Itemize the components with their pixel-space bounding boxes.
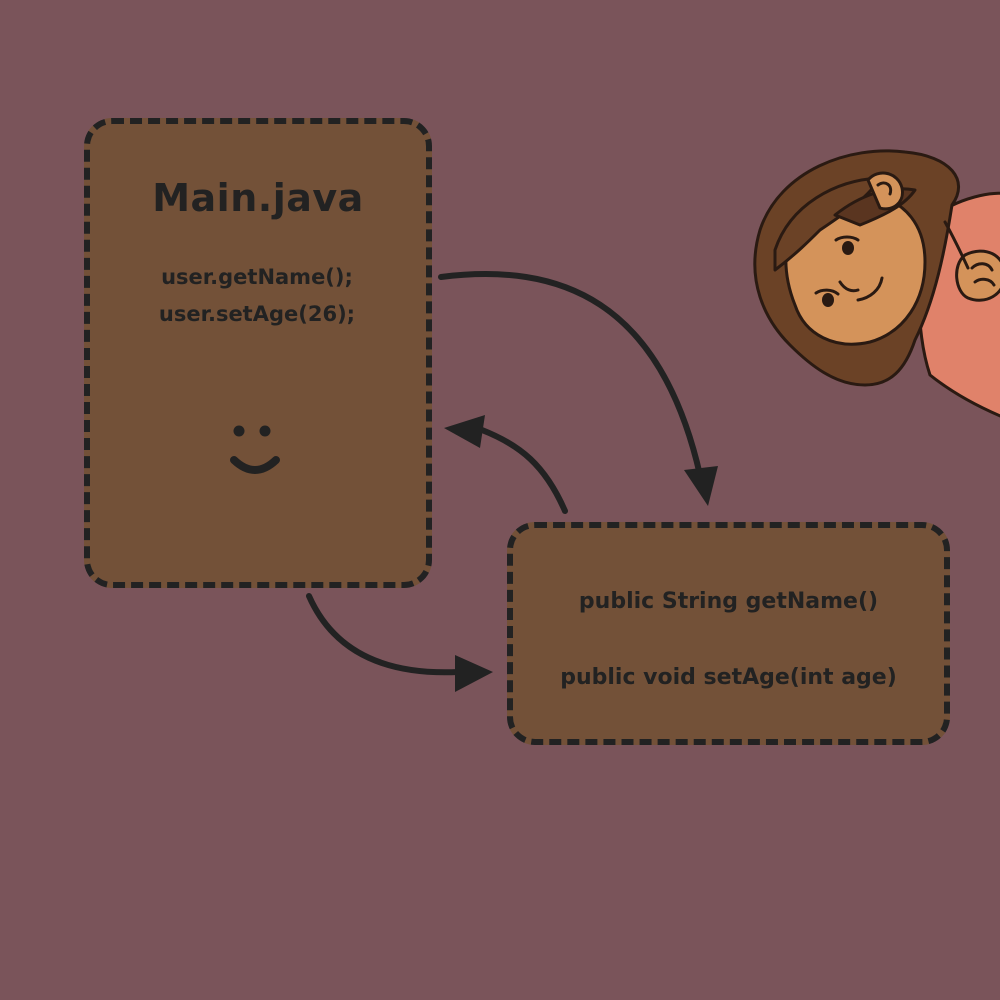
call-arrow-to-set-age bbox=[306, 593, 493, 692]
method-signature-set-age: public void setAge(int age) bbox=[560, 665, 897, 690]
method-signature-get-name: public String getName() bbox=[578, 589, 879, 614]
main-java-card: Main.java user.getName(); user.setAge(26… bbox=[84, 118, 432, 588]
call-arrow-to-methods bbox=[438, 271, 718, 506]
return-arrow-to-main bbox=[444, 415, 568, 514]
code-line-get-name-call: user.getName(); bbox=[161, 265, 353, 289]
code-line-set-age-call: user.setAge(26); bbox=[158, 302, 356, 326]
card-title: Main.java bbox=[152, 176, 364, 220]
girl-illustration bbox=[753, 149, 1000, 418]
user-methods-card: public String getName() public void setA… bbox=[507, 522, 950, 745]
